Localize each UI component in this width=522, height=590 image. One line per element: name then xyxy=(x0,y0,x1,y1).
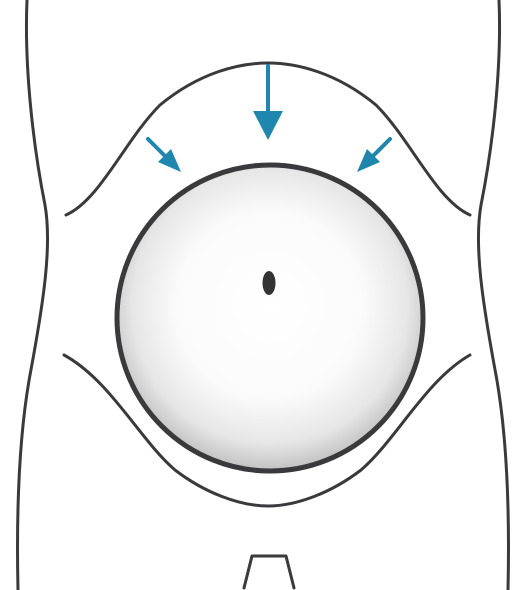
groin-outline xyxy=(244,556,294,588)
torso-left-outline xyxy=(18,0,48,590)
arrow-upper-right xyxy=(357,139,390,172)
distended-belly xyxy=(117,165,423,471)
arrow-top xyxy=(253,66,283,140)
arrow-upper-left xyxy=(148,139,181,172)
torso-right-outline xyxy=(478,0,508,590)
navel xyxy=(263,271,276,295)
